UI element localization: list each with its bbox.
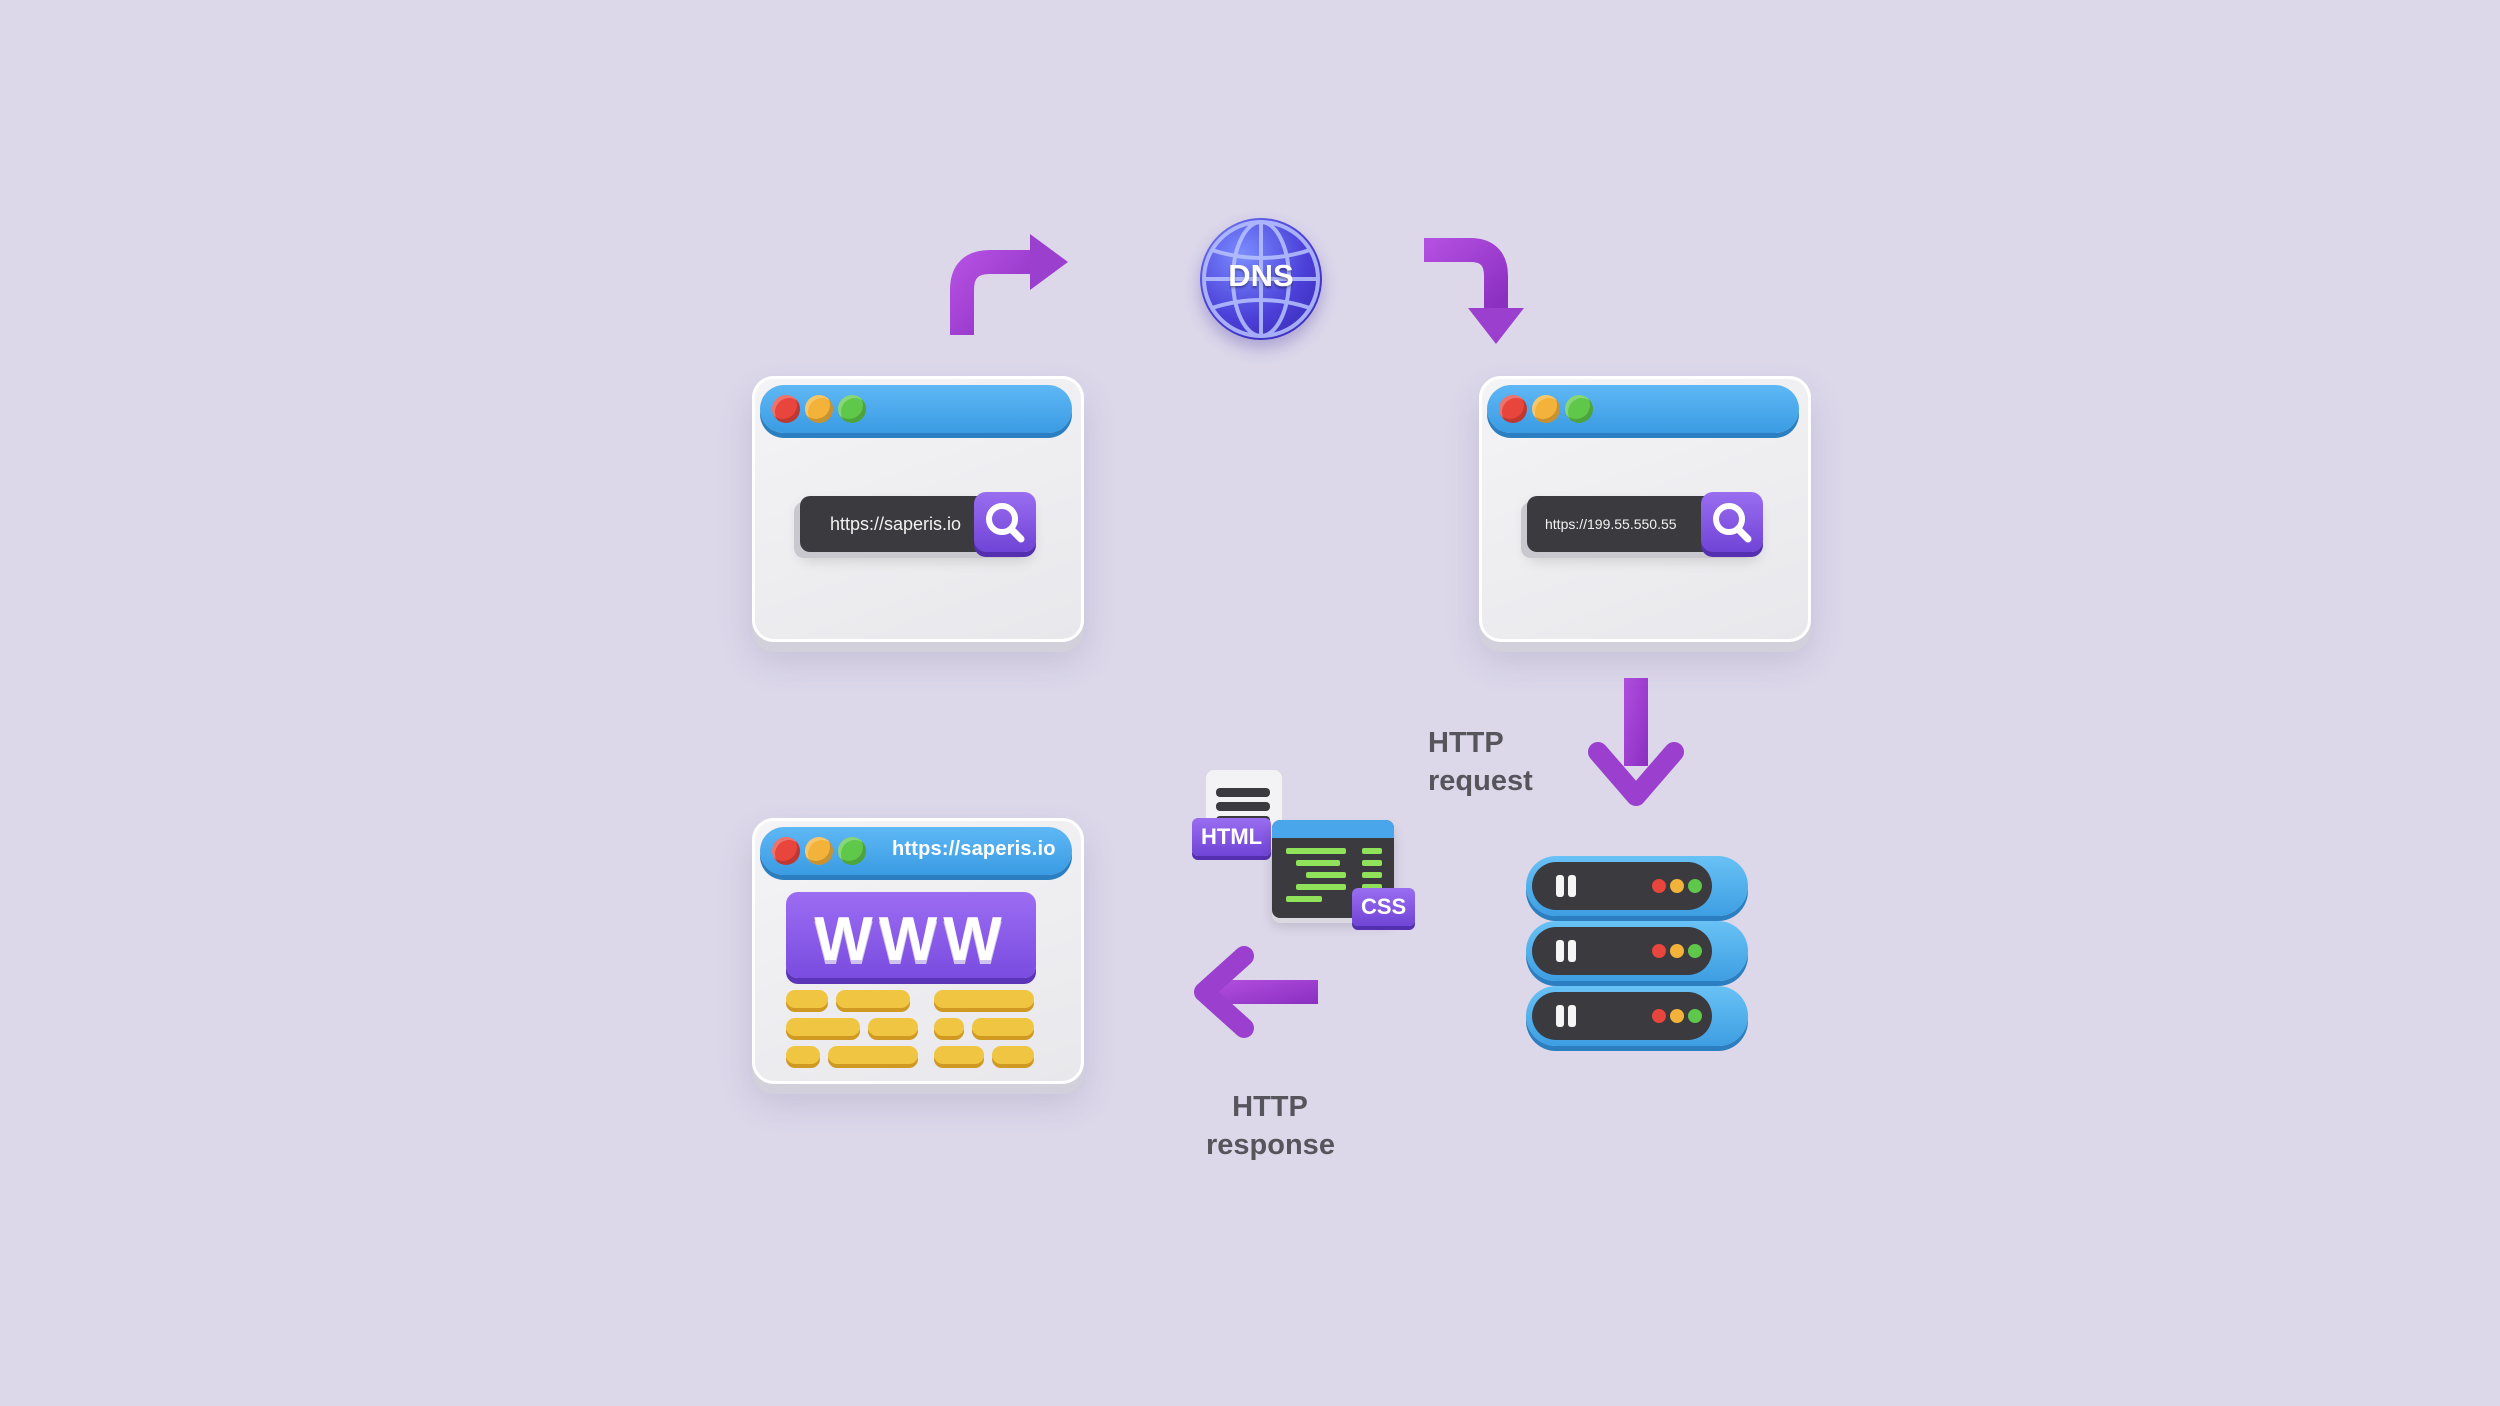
http-request-label: HTTP request	[1428, 724, 1533, 800]
minimize-dot-icon[interactable]	[805, 837, 833, 865]
browser-window-request: https://saperis.io	[752, 376, 1084, 642]
html-tag: HTML	[1192, 818, 1272, 856]
address-bar-url: https://199.55.550.55	[1545, 516, 1677, 532]
http-request-line2: request	[1428, 765, 1533, 797]
minimize-dot-icon[interactable]	[805, 395, 833, 423]
css-tag: CSS	[1352, 888, 1416, 926]
server-unit	[1526, 921, 1748, 981]
web-server-icon	[1526, 856, 1748, 1052]
maximize-dot-icon[interactable]	[838, 837, 866, 865]
browser-titlebar: https://saperis.io	[760, 827, 1072, 875]
browser-window-ip: https://199.55.550.55	[1479, 376, 1811, 642]
arrow-http-response	[1194, 946, 1318, 1038]
www-banner-text: WWW	[814, 905, 1008, 974]
http-response-label: HTTP response	[1206, 1088, 1335, 1164]
search-icon	[986, 503, 1025, 543]
arrow-to-dns	[950, 234, 1068, 335]
search-icon	[1713, 503, 1752, 543]
http-response-line2: response	[1206, 1129, 1335, 1161]
search-button[interactable]	[974, 492, 1036, 552]
minimize-dot-icon[interactable]	[1532, 395, 1560, 423]
browser-window-result: https://saperis.io WWW	[752, 818, 1084, 1084]
dns-globe-icon: DNS	[1200, 218, 1322, 340]
arrow-from-dns	[1424, 238, 1524, 344]
address-bar[interactable]: https://saperis.io	[800, 492, 1036, 552]
arrow-http-request	[1588, 678, 1684, 806]
http-request-line1: HTTP	[1428, 727, 1504, 759]
address-bar-url: https://saperis.io	[830, 514, 962, 534]
browser-titlebar	[760, 385, 1072, 433]
server-unit	[1526, 856, 1748, 916]
close-dot-icon[interactable]	[1499, 395, 1527, 423]
server-unit	[1526, 986, 1748, 1046]
search-button[interactable]	[1701, 492, 1763, 552]
browser-titlebar	[1487, 385, 1799, 433]
maximize-dot-icon[interactable]	[838, 395, 866, 423]
titlebar-url[interactable]: https://saperis.io	[892, 838, 1056, 860]
dns-label: DNS	[1228, 258, 1294, 293]
maximize-dot-icon[interactable]	[1565, 395, 1593, 423]
globe-grid-icon	[1202, 220, 1320, 338]
address-bar[interactable]: https://199.55.550.55	[1527, 492, 1763, 552]
www-banner: WWW	[786, 892, 1036, 978]
close-dot-icon[interactable]	[772, 837, 800, 865]
http-response-line1: HTTP	[1232, 1091, 1308, 1123]
close-dot-icon[interactable]	[772, 395, 800, 423]
